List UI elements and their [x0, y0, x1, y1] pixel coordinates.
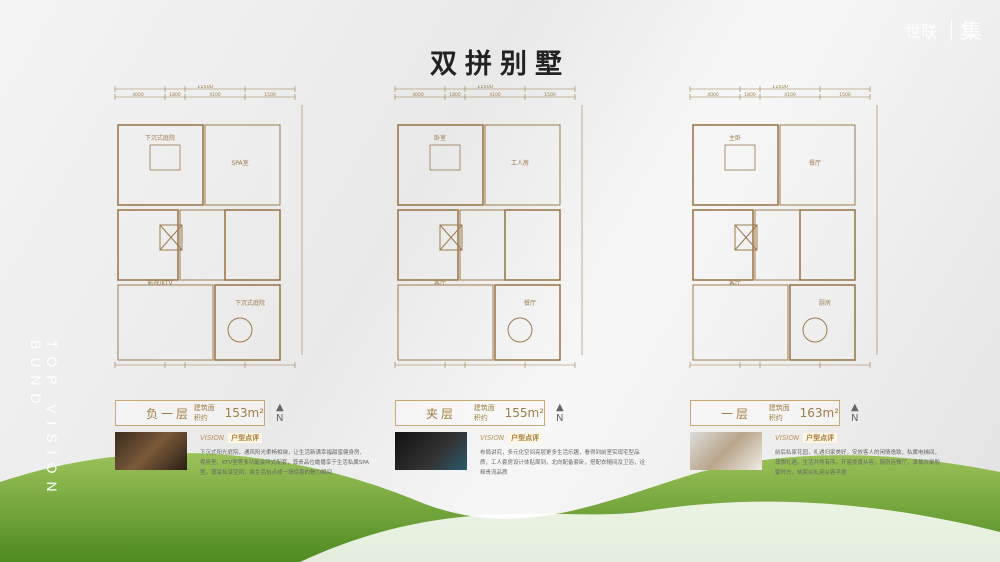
room-label: 厨房: [819, 299, 831, 307]
room-photo: [690, 432, 762, 470]
logo-mark: 集: [959, 20, 982, 45]
floor-area: 155m²: [504, 406, 544, 420]
dimension-label: 1500: [264, 92, 276, 98]
room-label: 下沉式庭院: [235, 299, 265, 307]
grass-hill: [0, 453, 1000, 562]
dimension-label: 1500: [839, 92, 851, 98]
area-prefix: 建筑面积约: [768, 404, 790, 422]
room-label: 客厅: [434, 279, 446, 287]
room-photo: [395, 432, 467, 470]
floor-name: 一层: [721, 406, 752, 421]
dimension-label: 1800: [449, 92, 461, 98]
dimension-label: 4000: [412, 92, 424, 98]
page-title: 双拼别墅: [430, 49, 570, 80]
floor-plan: 11500 4000 1800 4100 1500 下沉式庭院 SPA室影视/KTV 下沉…: [110, 85, 310, 375]
floor-label: 一层 建筑面积约 163m²: [690, 400, 840, 426]
room-label: 客厅: [729, 279, 741, 287]
floor-label: 负一层 建筑面积约 153m²: [115, 400, 265, 426]
dimension-label: 4100: [784, 92, 796, 98]
dimension-label: 4100: [489, 92, 501, 98]
side-text: TOP VISION BUND: [28, 340, 60, 500]
room-label: 餐厅: [809, 159, 821, 167]
floor-plan: 11500 4000 1800 4100 1500 主卧餐厅客厅厨房: [685, 85, 885, 375]
floor-name: 夹层: [426, 406, 457, 421]
floor-name: 负一层: [146, 406, 192, 421]
room-label: 下沉式庭院: [145, 134, 175, 142]
dimension-label: 1800: [744, 92, 756, 98]
area-prefix: 建筑面积约: [473, 404, 495, 422]
dimension-label: 1500: [544, 92, 556, 98]
area-prefix: 建筑面积约: [193, 404, 215, 422]
room-label: 工人房: [511, 159, 529, 167]
floor-description: 前后私家花园，礼遇归家美好，安放客人的闲情逸致，私属电梯间，尊崇礼遇，生活井然有…: [775, 450, 941, 476]
floor-area: 163m²: [799, 406, 839, 420]
room-label: 餐厅: [524, 299, 536, 307]
floor-area: 153m²: [224, 406, 264, 420]
total-dimension: 11500: [197, 85, 213, 90]
floor-description: 下沉式阳光庭院，通风阳光柔畅相映，让生活新满幸福甜蜜健身房、视听室、KTV室等多…: [200, 450, 370, 476]
north-arrow-icon: ▲N: [276, 402, 284, 424]
review-label: 户型点评: [228, 433, 263, 443]
north-arrow-icon: ▲N: [556, 402, 564, 424]
logo-brand: 世联: [904, 22, 937, 41]
brand-logo: 世联 集: [905, 14, 982, 46]
total-dimension: 11500: [772, 85, 788, 90]
dimension-label: 4000: [707, 92, 719, 98]
room-label: 主卧: [729, 134, 741, 142]
floor-description: 布局讲究，多元化空间亮层更多生活乐趣，看得到前室实现宅型品质，工人套房设计体贴周…: [480, 450, 646, 476]
total-dimension: 11500: [477, 85, 493, 90]
room-label: 卧室: [434, 134, 446, 142]
floor-label: 夹层 建筑面积约 155m²: [395, 400, 545, 426]
room-photo: [115, 432, 187, 470]
floor-plan: 11500 4000 1800 4100 1500 卧室工人房客厅餐厅: [390, 85, 590, 375]
review-brand: VISION: [775, 434, 800, 442]
room-label: 影视/KTV: [147, 279, 173, 287]
north-arrow-icon: ▲N: [851, 402, 859, 424]
dimension-label: 4000: [132, 92, 144, 98]
dimension-label: 4100: [209, 92, 221, 98]
dimension-label: 1800: [169, 92, 181, 98]
review-label: 户型点评: [508, 433, 543, 443]
review-label: 户型点评: [803, 433, 838, 443]
room-label: SPA室: [231, 159, 248, 167]
review-brand: VISION: [480, 434, 505, 442]
review-brand: VISION: [200, 434, 225, 442]
